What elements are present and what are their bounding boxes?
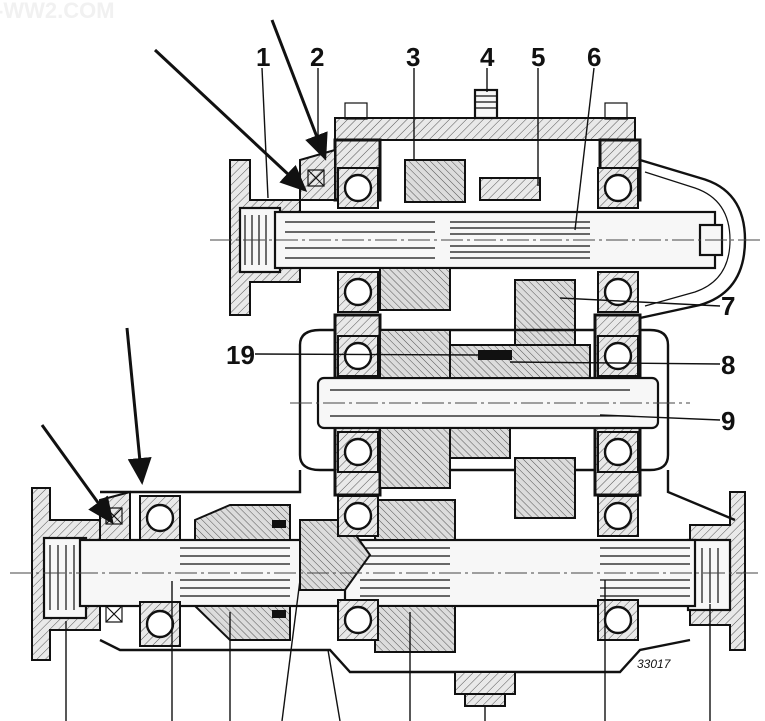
callout-labels: 1 2 3 4 5 6 7 8 9 19 — [226, 42, 735, 436]
center-lines — [10, 239, 760, 574]
pointer-arrows — [40, 19, 328, 525]
bearing-upper-left-top — [337, 167, 379, 209]
arrow-upper-right — [270, 19, 328, 161]
arrow-lower-left — [40, 424, 114, 525]
bearing-lower-mid-right-bottom — [597, 599, 639, 641]
callout-9: 9 — [721, 406, 735, 436]
bearing-upper-left-bottom — [337, 271, 379, 313]
watermark-text: -WW2.COM — [0, 0, 115, 23]
callout-5: 5 — [531, 42, 545, 72]
bearing-lower-mid-right-top — [597, 495, 639, 537]
callout-7: 7 — [721, 291, 735, 321]
bearing-upper-right-bottom — [597, 271, 639, 313]
bearing-mid-left-bottom — [337, 431, 379, 473]
leader-lines — [65, 67, 721, 721]
bearing-lower-mid-left-bottom — [337, 599, 379, 641]
callout-4: 4 — [480, 42, 495, 72]
bearing-mid-left-top — [337, 335, 379, 377]
bearing-mid-right-bottom — [597, 431, 639, 473]
callout-8: 8 — [721, 350, 735, 380]
upper-shaft-assembly — [229, 88, 747, 351]
callout-3: 3 — [406, 42, 420, 72]
callout-1: 1 — [256, 42, 270, 72]
callout-6: 6 — [587, 42, 601, 72]
bearing-lower-left-bottom — [139, 601, 181, 647]
arrow-upper-left — [153, 48, 308, 193]
bearing-mid-right-top — [597, 335, 639, 377]
drawing-number: 33017 — [637, 657, 672, 671]
bearing-lower-mid-left-top — [337, 495, 379, 537]
callout-19: 19 — [226, 340, 255, 370]
callout-2: 2 — [310, 42, 324, 72]
arrow-lower-right — [125, 327, 152, 485]
bearing-lower-left-top — [139, 495, 181, 541]
bearing-upper-right-top — [597, 167, 639, 209]
